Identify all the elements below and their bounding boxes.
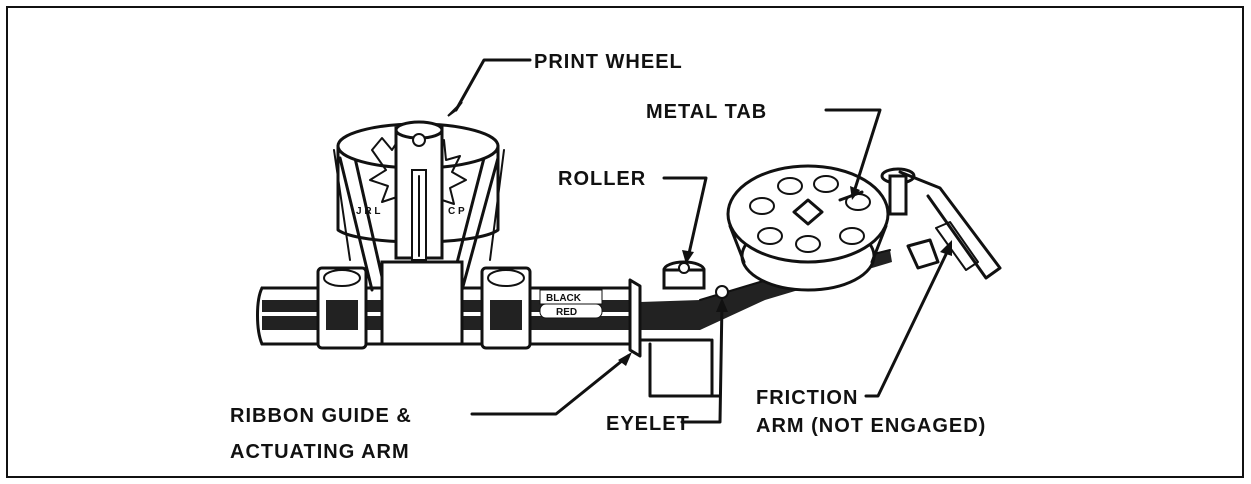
friction-arm	[880, 167, 1002, 280]
label-ribbon-guide-line2: ACTUATING ARM	[230, 441, 410, 463]
wheel-mark-right: C P	[448, 206, 465, 217]
label-eyelet: EYELET	[606, 413, 690, 435]
left-track-roller	[316, 266, 368, 350]
label-friction-line1: FRICTION	[756, 387, 858, 409]
print-carrier-block	[380, 260, 464, 346]
ribbon-red-label: RED	[556, 307, 577, 318]
right-track-roller	[480, 266, 532, 350]
guide-roller	[662, 260, 706, 290]
label-friction-line2: ARM (NOT ENGAGED)	[756, 415, 986, 437]
label-print-wheel: PRINT WHEEL	[534, 51, 683, 73]
ribbon-guide-arm	[628, 278, 722, 398]
print-wheel-assembly: J R L C P	[333, 120, 505, 346]
label-roller: ROLLER	[558, 168, 646, 190]
label-ribbon-guide-line1: RIBBON GUIDE &	[230, 405, 412, 427]
ribbon-color-labels: BLACK RED	[539, 289, 603, 319]
eyelet-ring	[715, 285, 729, 299]
diagram-frame	[6, 6, 1244, 478]
wheel-mark-left: J R L	[356, 206, 380, 217]
metal-tab	[838, 190, 864, 202]
label-metal-tab: METAL TAB	[646, 101, 767, 123]
leaders	[447, 58, 952, 424]
ribbon-spool	[726, 164, 890, 292]
ribbon-black-label: BLACK	[546, 293, 582, 304]
